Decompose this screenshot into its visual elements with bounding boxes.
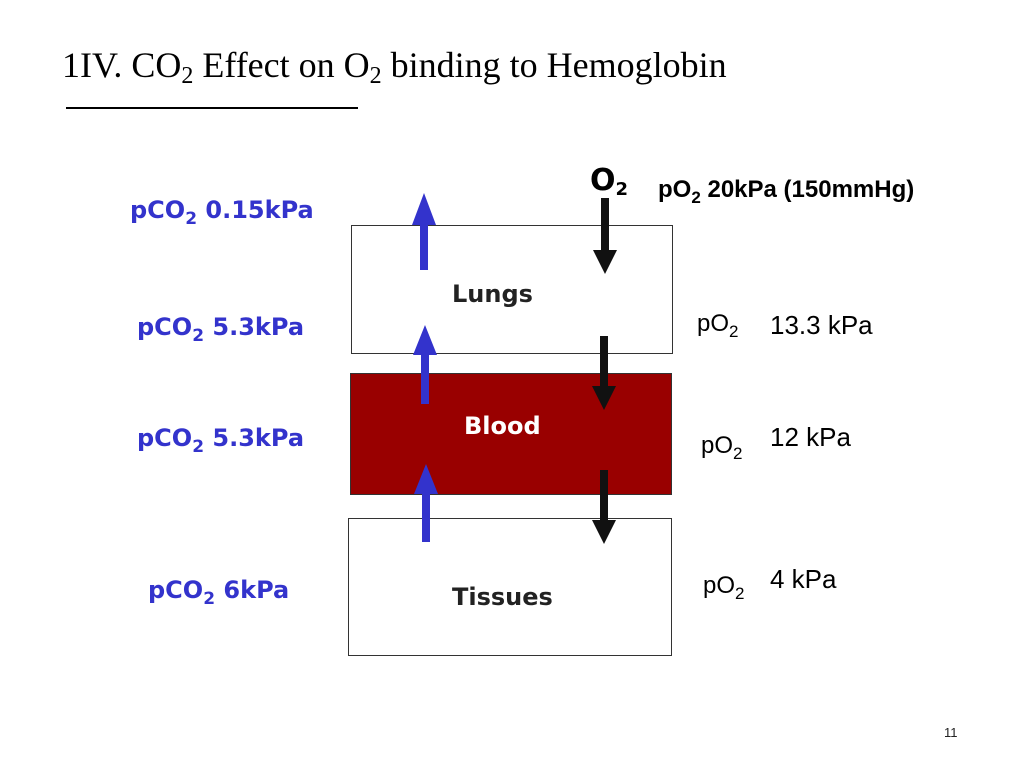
pco2-label-lungs: pCO2 5.3kPa	[137, 313, 305, 346]
title-underline	[66, 107, 358, 109]
po2-label-blood: pO2	[701, 432, 743, 463]
o2-arrow-down-2	[592, 336, 616, 410]
page-number: 11	[944, 725, 958, 740]
blood-label: Blood	[464, 412, 541, 440]
po2-label-tissues: pO2	[703, 572, 745, 603]
slide-title: 1IV. CO2 Effect on O2 binding to Hemoglo…	[62, 45, 727, 89]
co2-arrow-up-3	[414, 464, 438, 542]
lungs-label: Lungs	[452, 280, 533, 308]
lungs-box	[351, 225, 673, 354]
o2-arrow-down-3	[592, 470, 616, 544]
po2-label-lungs: pO2	[697, 310, 739, 341]
pco2-label-tissues: pCO2 6kPa	[148, 576, 290, 609]
po2-value-lungs: 13.3 kPa	[770, 310, 873, 340]
po2-value-blood: 12 kPa	[770, 422, 851, 452]
tissues-box	[348, 518, 672, 656]
co2-arrow-up-2	[413, 325, 437, 404]
blood-box	[350, 373, 672, 495]
pco2-label-blood: pCO2 5.3kPa	[137, 424, 305, 457]
tissues-label: Tissues	[452, 583, 553, 611]
po2-value-tissues: 4 kPa	[770, 564, 837, 594]
pco2-label-air: pCO2 0.15kPa	[130, 196, 314, 229]
po2-label-air: pO2 20kPa (150mmHg)	[658, 176, 915, 207]
co2-arrow-up-1	[412, 193, 436, 270]
o2-inflow-label: O2	[590, 163, 629, 200]
o2-arrow-down-1	[593, 198, 617, 274]
